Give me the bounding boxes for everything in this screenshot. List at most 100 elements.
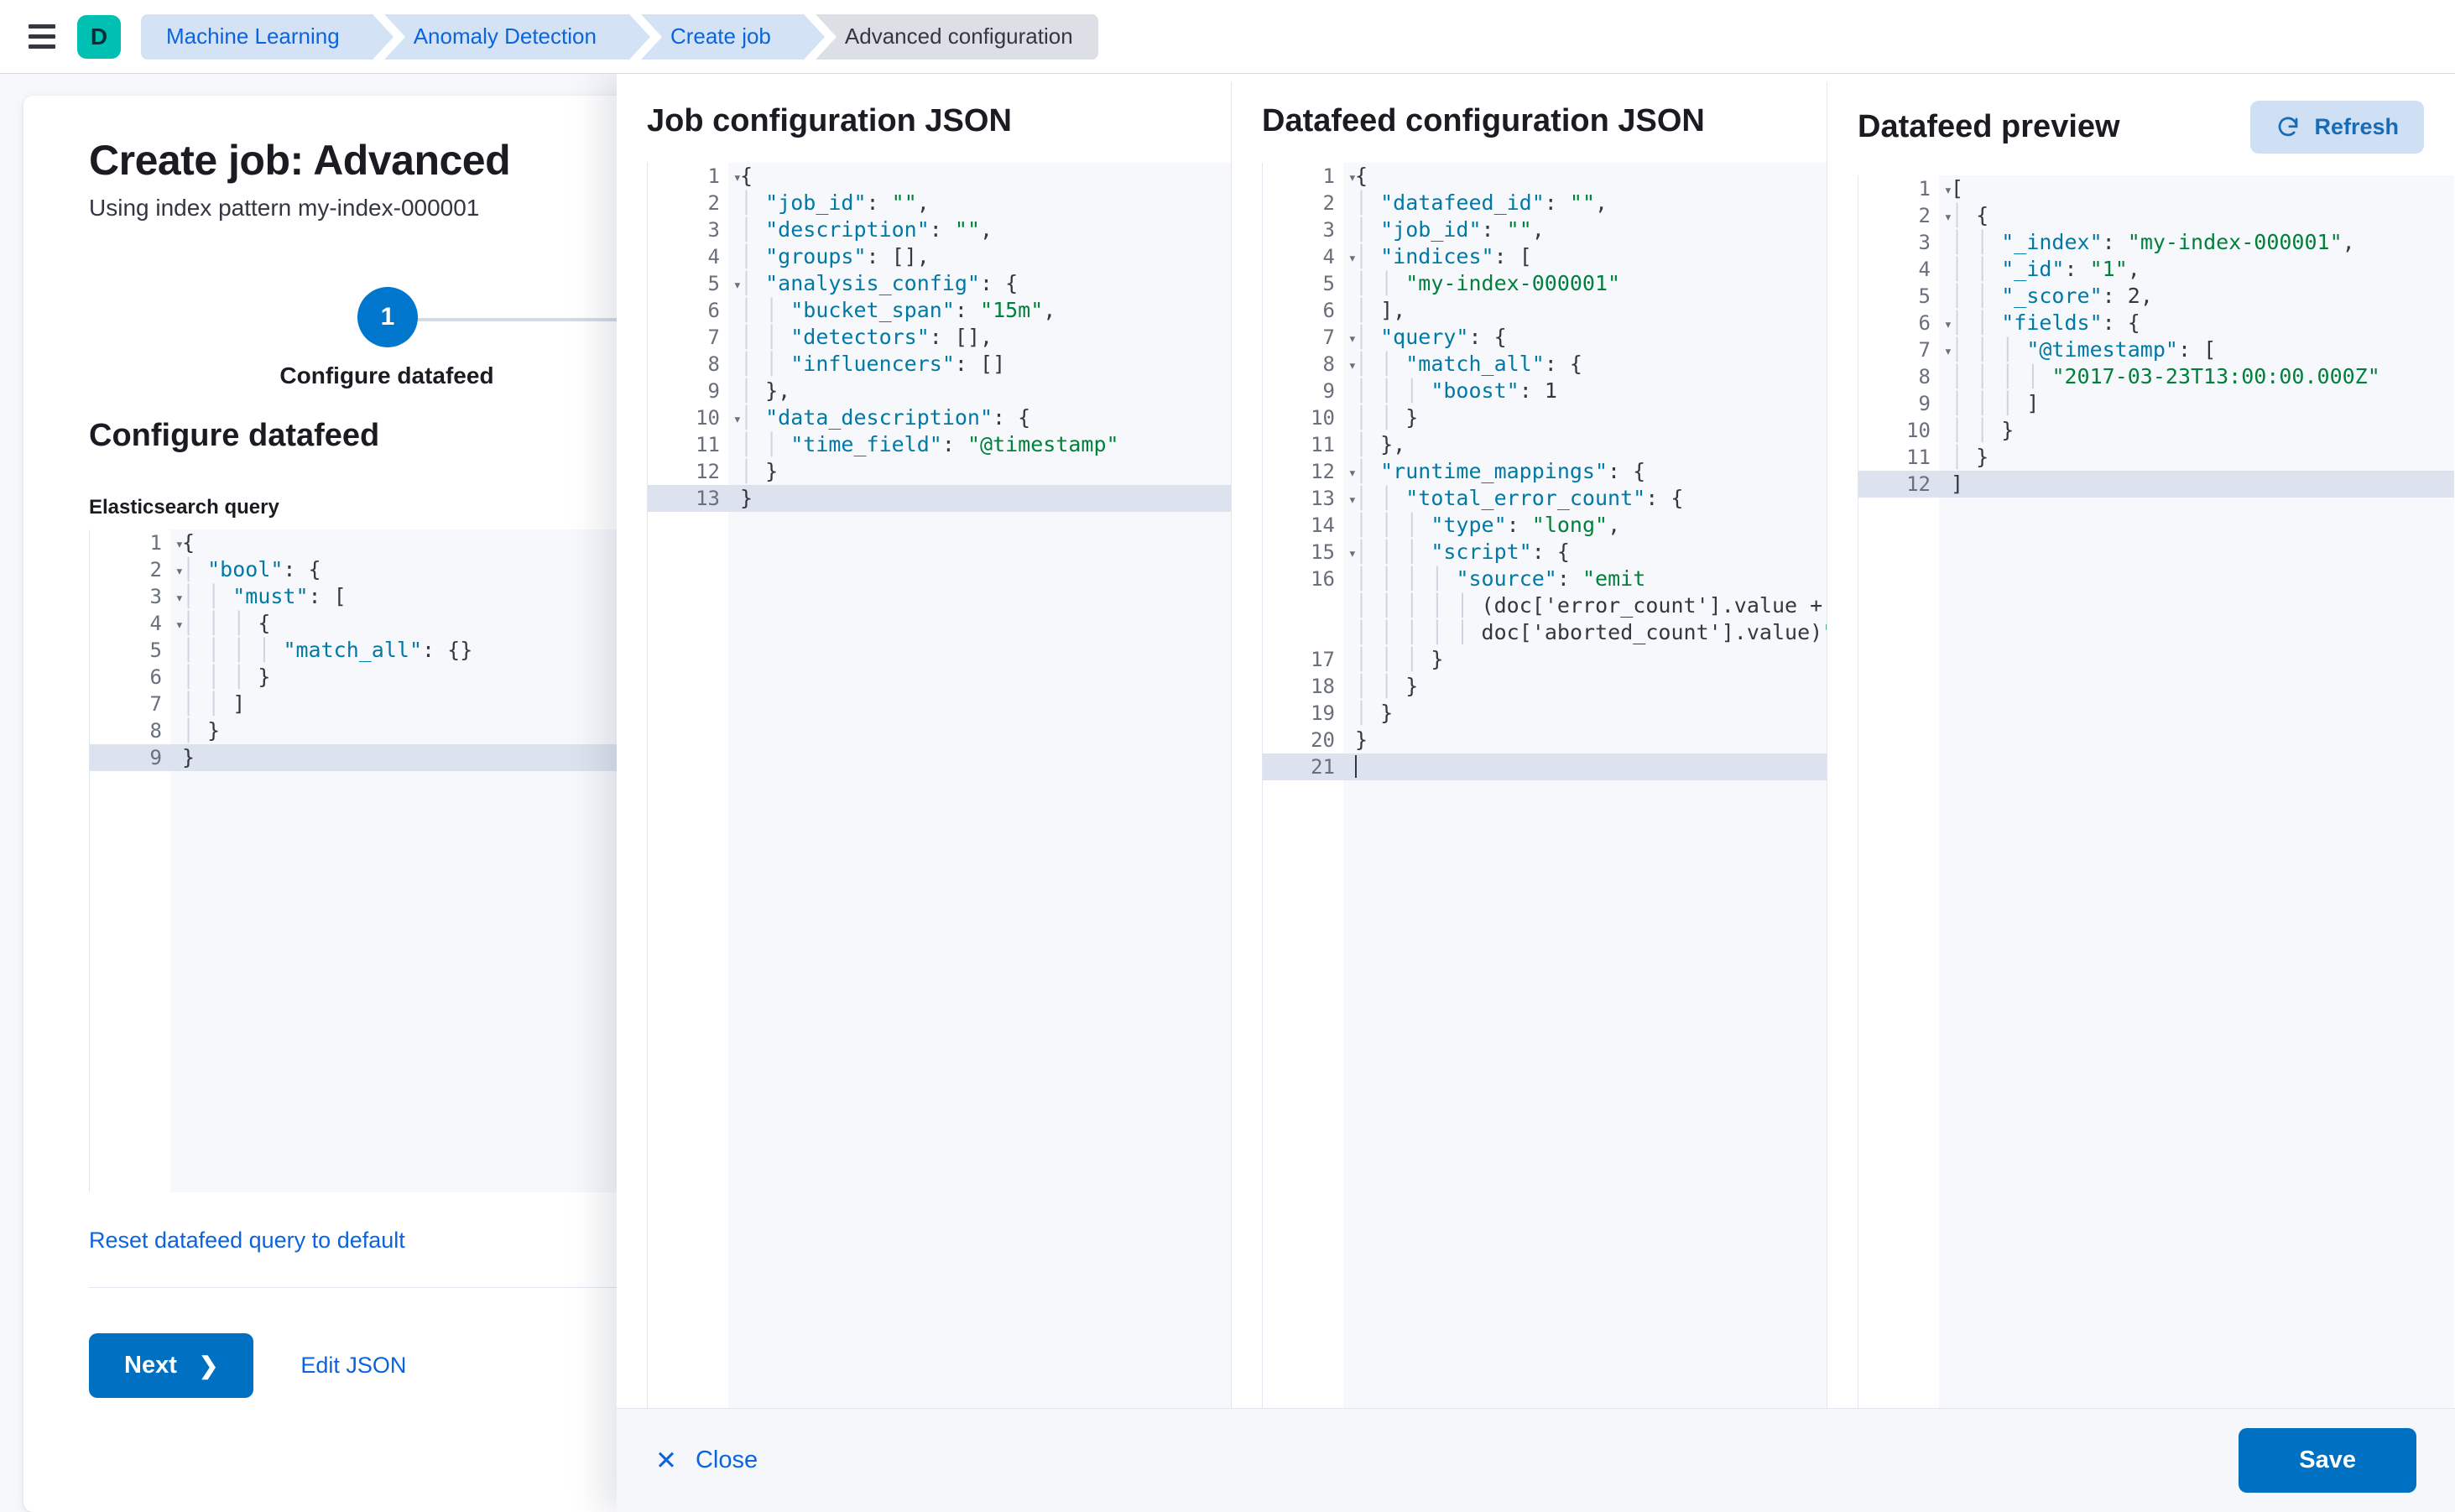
- code-line[interactable]: 19│ }: [1263, 700, 1827, 727]
- fold-toggle-icon[interactable]: ▾: [1347, 169, 1357, 186]
- close-button[interactable]: ✕ Close: [655, 1447, 758, 1474]
- code-text: }: [1355, 727, 1368, 752]
- code-line[interactable]: 10│ │ }: [1858, 417, 2454, 444]
- code-line[interactable]: 15▾│ │ │ "script": {: [1263, 539, 1827, 566]
- breadcrumb-anomaly-detection[interactable]: Anomaly Detection: [384, 13, 663, 60]
- code-line[interactable]: 1▾[: [1858, 175, 2454, 202]
- fold-toggle-icon[interactable]: ▾: [175, 617, 184, 633]
- code-line[interactable]: 13▾│ │ "total_error_count": {: [1263, 485, 1827, 512]
- code-line[interactable]: 7│ │ ]: [90, 691, 1045, 717]
- fold-toggle-icon[interactable]: ▾: [1943, 316, 1952, 333]
- code-line[interactable]: 9│ │ │ ]: [1858, 390, 2454, 417]
- code-line[interactable]: 12│ }: [648, 458, 1231, 485]
- fold-toggle-icon[interactable]: ▾: [1347, 465, 1357, 482]
- fold-toggle-icon[interactable]: ▾: [1347, 331, 1357, 347]
- code-line[interactable]: 8│ │ │ │ "2017-03-23T13:00:00.000Z": [1858, 363, 2454, 390]
- hamburger-menu-icon[interactable]: [25, 20, 59, 54]
- next-button[interactable]: Next ❯: [89, 1333, 254, 1398]
- code-line[interactable]: 10▾│ "data_description": {: [648, 404, 1231, 431]
- code-line[interactable]: 8▾│ │ "match_all": {: [1263, 351, 1827, 378]
- code-line[interactable]: 3│ "description": "",: [648, 216, 1231, 243]
- save-button[interactable]: Save: [2239, 1428, 2416, 1493]
- code-line[interactable]: 6│ │ "bucket_span": "15m",: [648, 297, 1231, 324]
- code-line[interactable]: 17│ │ │ }: [1263, 646, 1827, 673]
- reset-datafeed-query-link[interactable]: Reset datafeed query to default: [89, 1228, 405, 1253]
- code-line[interactable]: 2│ "job_id": "",: [648, 190, 1231, 216]
- section-title: Configure datafeed: [89, 418, 380, 453]
- code-line[interactable]: 14│ │ │ "type": "long",: [1263, 512, 1827, 539]
- code-line[interactable]: 2▾│ {: [1858, 202, 2454, 229]
- code-line[interactable]: 4▾│ │ │ {: [90, 610, 1045, 637]
- code-line[interactable]: 7▾│ "query": {: [1263, 324, 1827, 351]
- fold-toggle-icon[interactable]: ▾: [175, 563, 184, 580]
- code-line[interactable]: 20}: [1263, 727, 1827, 753]
- code-line[interactable]: 18│ │ }: [1263, 673, 1827, 700]
- fold-toggle-icon[interactable]: ▾: [1347, 545, 1357, 562]
- fold-toggle-icon[interactable]: ▾: [732, 277, 742, 294]
- breadcrumb-advanced-configuration[interactable]: Advanced configuration: [816, 13, 1098, 60]
- code-line[interactable]: 16│ │ │ │ "source": "emit │ │ │ │ │ (doc…: [1263, 566, 1827, 646]
- code-line[interactable]: 8│ }: [90, 717, 1045, 744]
- code-line[interactable]: 2▾│ "bool": {: [90, 556, 1045, 583]
- code-text: │ │ │ {: [182, 611, 271, 635]
- code-line[interactable]: 9│ │ │ "boost": 1: [1263, 378, 1827, 404]
- breadcrumb-create-job[interactable]: Create job: [641, 13, 837, 60]
- line-number: 8: [149, 719, 162, 743]
- edit-json-link[interactable]: Edit JSON: [300, 1353, 407, 1378]
- code-line[interactable]: 1▾{: [1263, 163, 1827, 190]
- code-line[interactable]: 3▾│ │ "must": [: [90, 583, 1045, 610]
- fold-toggle-icon[interactable]: ▾: [1347, 250, 1357, 267]
- fold-toggle-icon[interactable]: ▾: [732, 411, 742, 428]
- fold-toggle-icon[interactable]: ▾: [1943, 182, 1952, 199]
- code-line[interactable]: 11│ }: [1858, 444, 2454, 471]
- code-line[interactable]: 9│ },: [648, 378, 1231, 404]
- code-line[interactable]: 4▾│ "indices": [: [1263, 243, 1827, 270]
- code-line[interactable]: 3│ │ "_index": "my-index-000001",: [1858, 229, 2454, 256]
- fold-toggle-icon[interactable]: ▾: [1347, 492, 1357, 508]
- space-avatar[interactable]: D: [77, 14, 121, 59]
- code-text: }: [740, 486, 753, 510]
- code-line[interactable]: 8│ │ "influencers": []: [648, 351, 1231, 378]
- code-line[interactable]: 1▾{: [90, 529, 1045, 556]
- refresh-button[interactable]: Refresh: [2250, 101, 2424, 154]
- code-line[interactable]: 7│ │ "detectors": [],: [648, 324, 1231, 351]
- fold-toggle-icon[interactable]: ▾: [1943, 343, 1952, 360]
- datafeed-configuration-title: Datafeed configuration JSON: [1262, 102, 1705, 138]
- code-line[interactable]: 11│ },: [1263, 431, 1827, 458]
- code-line[interactable]: 6│ │ │ }: [90, 664, 1045, 691]
- code-line[interactable]: 7▾│ │ │ "@timestamp": [: [1858, 336, 2454, 363]
- code-line[interactable]: 12▾│ "runtime_mappings": {: [1263, 458, 1827, 485]
- code-text: │ │ │ │ "2017-03-23T13:00:00.000Z": [1951, 364, 2380, 388]
- code-line[interactable]: 3│ "job_id": "",: [1263, 216, 1827, 243]
- code-line[interactable]: 6│ ],: [1263, 297, 1827, 324]
- step-1-circle[interactable]: 1: [357, 287, 418, 347]
- fold-toggle-icon[interactable]: ▾: [1943, 209, 1952, 226]
- line-number: 4▾: [90, 610, 184, 637]
- fold-toggle-icon[interactable]: ▾: [175, 590, 184, 607]
- line-number: 8: [707, 352, 720, 376]
- datafeed-configuration-json-editor[interactable]: 1▾{2│ "datafeed_id": "",3│ "job_id": "",…: [1262, 163, 1827, 1408]
- datafeed-preview-json-editor[interactable]: 1▾[2▾│ {3│ │ "_index": "my-index-000001"…: [1858, 175, 2454, 1408]
- breadcrumb-machine-learning[interactable]: Machine Learning: [141, 13, 405, 60]
- code-line[interactable]: 21: [1263, 753, 1827, 780]
- code-line[interactable]: 13}: [648, 485, 1231, 512]
- code-text: │ │ │ "boost": 1: [1355, 378, 1557, 403]
- fold-toggle-icon[interactable]: ▾: [1347, 357, 1357, 374]
- fold-toggle-icon[interactable]: ▾: [175, 536, 184, 553]
- code-line[interactable]: 5│ │ │ │ "match_all": {}: [90, 637, 1045, 664]
- code-line[interactable]: 11│ │ "time_field": "@timestamp": [648, 431, 1231, 458]
- job-configuration-json-editor[interactable]: 1▾{2│ "job_id": "",3│ "description": "",…: [647, 163, 1231, 1408]
- code-line[interactable]: 2│ "datafeed_id": "",: [1263, 190, 1827, 216]
- datafeed-preview-title: Datafeed preview: [1858, 109, 2120, 144]
- code-line[interactable]: 10│ │ }: [1263, 404, 1827, 431]
- code-line[interactable]: 6▾│ │ "fields": {: [1858, 310, 2454, 336]
- code-line[interactable]: 5│ │ "my-index-000001": [1263, 270, 1827, 297]
- code-line[interactable]: 5▾│ "analysis_config": {: [648, 270, 1231, 297]
- code-line[interactable]: 5│ │ "_score": 2,: [1858, 283, 2454, 310]
- code-line[interactable]: 1▾{: [648, 163, 1231, 190]
- code-line[interactable]: 12]: [1858, 471, 2454, 498]
- fold-toggle-icon[interactable]: ▾: [732, 169, 742, 186]
- code-text: │ "job_id": "",: [1355, 217, 1545, 242]
- code-line[interactable]: 4│ "groups": [],: [648, 243, 1231, 270]
- code-line[interactable]: 4│ │ "_id": "1",: [1858, 256, 2454, 283]
